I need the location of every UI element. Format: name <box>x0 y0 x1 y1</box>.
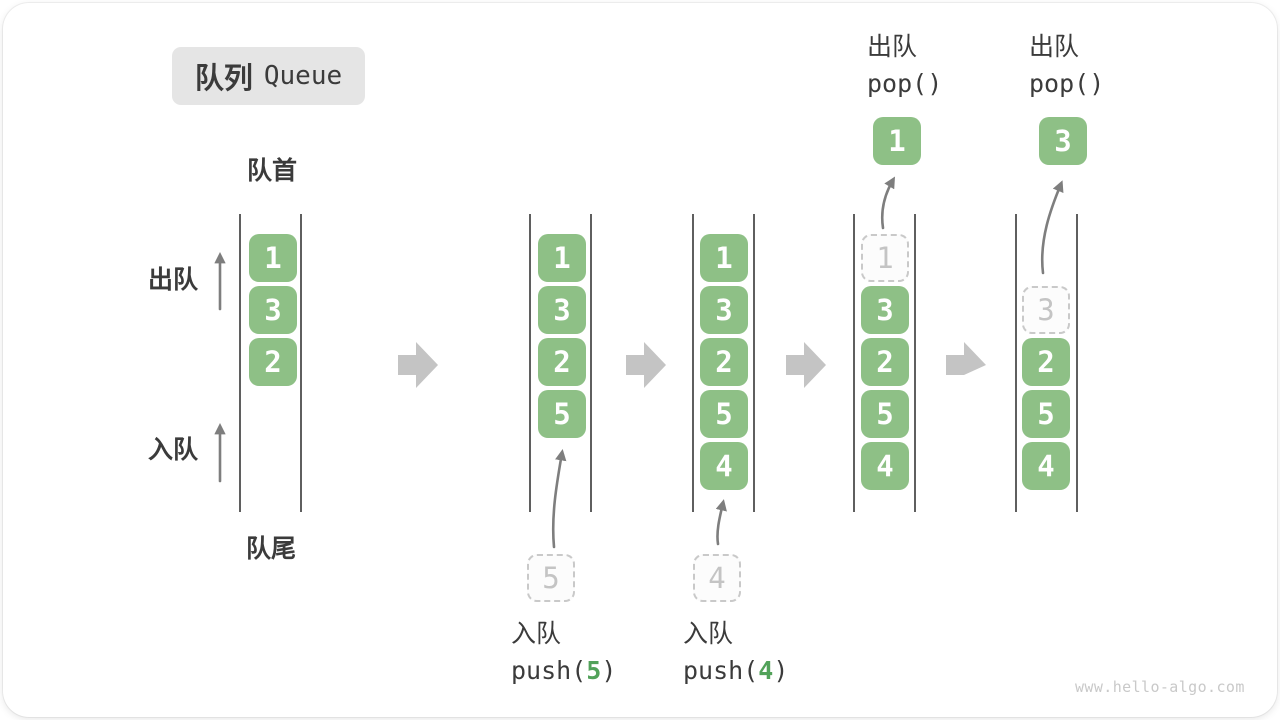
queue-item: 2 <box>861 338 909 386</box>
queue-channel-line <box>692 214 694 512</box>
queue-channel-line <box>1015 214 1017 512</box>
queue-item: 1 <box>700 234 748 282</box>
queue-item: 4 <box>700 442 748 490</box>
push4-motion-arrow-icon <box>715 499 727 546</box>
queue-item: 2 <box>700 338 748 386</box>
title-en: Queue <box>263 61 343 91</box>
label-enqueue-side: 入队 <box>148 436 199 464</box>
label-queue-front: 队首 <box>247 157 298 185</box>
title-badge: 队列 Queue <box>172 47 365 105</box>
queue-channel-line <box>529 214 531 512</box>
queue-item: 2 <box>538 338 586 386</box>
queue-channel-line <box>239 214 241 512</box>
popped-item: 1 <box>873 117 921 165</box>
queue-item: 2 <box>1022 338 1070 386</box>
queue-channel-line <box>590 214 592 512</box>
queue-channel-line <box>853 214 855 512</box>
pop3-motion-arrow-icon <box>1040 180 1064 275</box>
queue-item: 5 <box>861 390 909 438</box>
queue-item: 4 <box>861 442 909 490</box>
queue-item: 5 <box>538 390 586 438</box>
queue-item: 3 <box>861 286 909 334</box>
label-dequeue-side: 出队 <box>148 266 199 294</box>
incoming-item: 5 <box>527 554 575 602</box>
label-queue-rear: 队尾 <box>246 535 297 563</box>
queue-item: 1 <box>538 234 586 282</box>
push-operation-label-2: 入队 push(4) <box>683 620 789 685</box>
queue-channel-line <box>914 214 916 512</box>
queue-item: 4 <box>1022 442 1070 490</box>
flow-arrow-icon <box>398 342 438 388</box>
push5-motion-arrow-icon <box>551 449 567 549</box>
dequeued-slot: 3 <box>1022 286 1070 334</box>
watermark: www.hello-algo.com <box>1075 678 1245 696</box>
pop1-motion-arrow-icon <box>880 176 896 230</box>
queue-channel-line <box>1076 214 1078 512</box>
queue-item: 2 <box>249 338 297 386</box>
push-arg: 5 <box>586 656 602 685</box>
incoming-item: 4 <box>693 554 741 602</box>
queue-item: 3 <box>249 286 297 334</box>
queue-item: 3 <box>538 286 586 334</box>
queue-item: 3 <box>700 286 748 334</box>
push-operation-label-1: 入队 push(5) <box>511 620 617 685</box>
flow-arrow-icon <box>626 342 666 388</box>
popped-item: 3 <box>1039 117 1087 165</box>
pop-operation-label-1: 出队 pop() <box>867 33 943 98</box>
queue-item: 1 <box>249 234 297 282</box>
flow-arrow-icon <box>786 342 826 388</box>
pop-operation-label-2: 出队 pop() <box>1029 33 1105 98</box>
title-zh: 队列 <box>194 63 253 95</box>
dequeued-slot: 1 <box>861 234 909 282</box>
push-arg: 4 <box>758 656 774 685</box>
queue-item: 5 <box>1022 390 1070 438</box>
queue-channel-line <box>753 214 755 512</box>
queue-item: 5 <box>700 390 748 438</box>
queue-channel-line <box>300 214 302 512</box>
flow-arrow-icon <box>946 342 986 388</box>
